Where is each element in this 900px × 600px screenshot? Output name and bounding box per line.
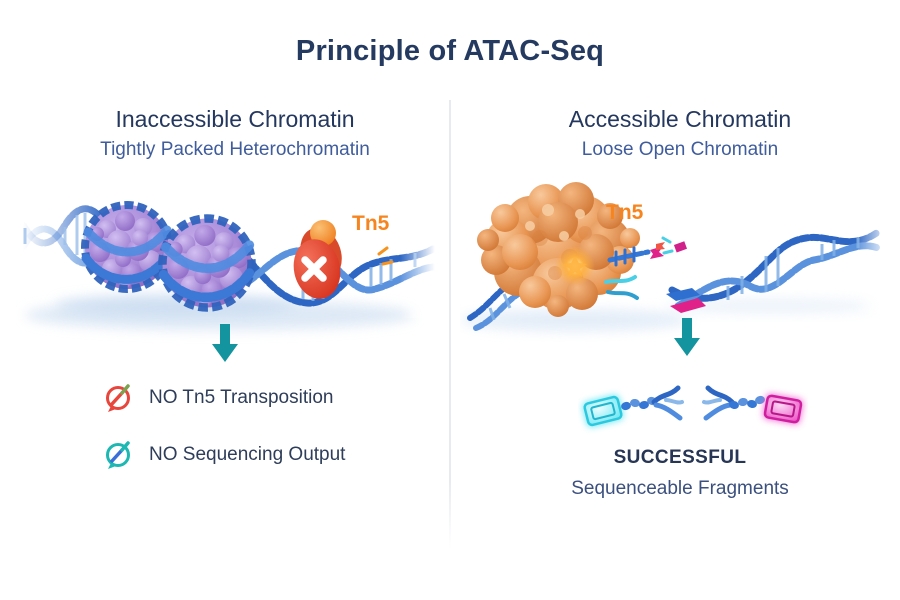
x-mark-icon <box>301 256 327 282</box>
list-item: NO Sequencing Output <box>104 439 345 471</box>
cut-fragment-small <box>607 242 665 267</box>
cut-fork-cyan <box>604 275 639 300</box>
left-outcomes-list: NO Tn5 Transposition NO Sequencing Outpu… <box>104 382 345 496</box>
no-symbol-red-icon <box>106 384 130 412</box>
inaccessible-chromatin-illustration <box>19 183 435 330</box>
dna-helix-right <box>661 228 882 313</box>
no-symbol-teal-icon <box>106 441 130 469</box>
right-panel-heading: Accessible Chromatin <box>568 106 792 132</box>
left-panel-heading: Inaccessible Chromatin <box>115 106 355 132</box>
tn5-label-left: Tn5 <box>352 212 390 235</box>
outcome-text: NO Sequencing Output <box>149 444 346 465</box>
outcome-text: NO Tn5 Transposition <box>149 387 334 408</box>
tn5-enzyme-blob <box>477 182 640 317</box>
down-arrow-icon <box>212 324 238 362</box>
down-arrow-icon <box>674 318 700 356</box>
nucleosome-1 <box>85 205 169 289</box>
cut-spark-icon <box>563 256 587 277</box>
left-panel-header: Inaccessible Chromatin Tightly Packed He… <box>10 106 460 161</box>
nucleosome-2 <box>162 218 251 307</box>
right-result-block: SUCCESSFUL Sequenceable Fragments <box>460 447 900 500</box>
left-panel-subheading: Tightly Packed Heterochromatin <box>100 139 370 160</box>
ground-shadow <box>460 309 690 331</box>
list-item: NO Tn5 Transposition <box>104 382 345 414</box>
result-subtitle: Sequenceable Fragments <box>571 478 789 499</box>
spark-icon <box>377 246 394 266</box>
dna-fragment-right <box>702 385 804 425</box>
tn5-blocked-badge <box>293 220 394 299</box>
result-title: SUCCESSFUL <box>613 447 747 468</box>
cyan-adapter-tag <box>583 395 623 427</box>
right-panel-subheading: Loose Open Chromatin <box>581 139 779 160</box>
adapter-tag-small <box>661 236 688 255</box>
right-panel-header: Accessible Chromatin Loose Open Chromati… <box>460 106 900 161</box>
accessible-chromatin-illustration <box>460 182 890 331</box>
dna-fragment-left <box>582 385 684 428</box>
sequenceable-fragments-illustration <box>582 385 804 428</box>
adapter-pair <box>666 288 706 313</box>
magenta-adapter-tag <box>763 394 803 424</box>
tn5-label-right: Tn5 <box>606 201 644 224</box>
panel-divider <box>449 100 451 548</box>
page-title: Principle of ATAC-Seq <box>295 35 605 67</box>
